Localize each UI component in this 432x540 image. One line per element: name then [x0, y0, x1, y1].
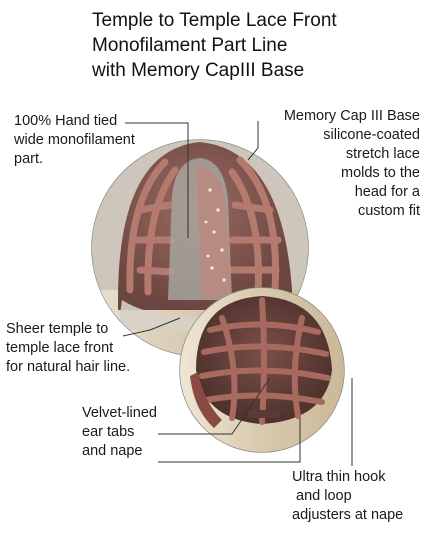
callout-mono-part: 100% Hand tied wide monofilament part.	[14, 112, 135, 169]
title-line-2: Monofilament Part Line	[92, 35, 288, 56]
callout-mono-part-line-2: wide monofilament	[14, 132, 135, 148]
cap-back-view	[179, 287, 345, 453]
callout-adjusters: Ultra thin hook and loop adjusters at na…	[292, 468, 403, 525]
callout-memory-cap-line-6: custom fit	[357, 203, 420, 219]
callout-memory-cap-line-5: head for a	[354, 184, 420, 200]
callout-ear-tabs: Velvet-lined ear tabs and nape	[82, 404, 157, 461]
title-line-1: Temple to Temple Lace Front	[92, 10, 337, 31]
title-line-3: with Memory CapIII Base	[92, 60, 305, 81]
callout-ear-tabs-line-1: Velvet-lined	[82, 405, 157, 421]
callout-memory-cap-line-4: molds to the	[341, 165, 420, 181]
callout-mono-part-line-1: 100% Hand tied	[14, 113, 118, 129]
callout-adjusters-line-2: and loop	[296, 488, 352, 504]
callout-lace-front-line-3: for natural hair line.	[6, 359, 131, 375]
callout-lace-front-line-1: Sheer temple to	[6, 321, 109, 337]
callout-memory-cap-line-2: silicone-coated	[323, 127, 420, 143]
callout-ear-tabs-line-3: and nape	[82, 443, 143, 459]
callout-lace-front: Sheer temple to temple lace front for na…	[6, 320, 130, 377]
diagram-title: Temple to Temple Lace Front Monofilament…	[92, 8, 422, 83]
callout-lace-front-line-2: temple lace front	[6, 340, 114, 356]
callout-ear-tabs-line-2: ear tabs	[82, 424, 135, 440]
callout-adjusters-line-1: Ultra thin hook	[292, 469, 386, 485]
callout-memory-cap-line-3: stretch lace	[345, 146, 420, 162]
callout-memory-cap: Memory Cap III Base silicone-coated stre…	[284, 107, 420, 221]
callout-mono-part-line-3: part.	[14, 151, 44, 167]
callout-adjusters-line-3: adjusters at nape	[292, 507, 404, 523]
callout-memory-cap-line-1: Memory Cap III Base	[283, 108, 420, 124]
leader-lines	[122, 121, 353, 466]
